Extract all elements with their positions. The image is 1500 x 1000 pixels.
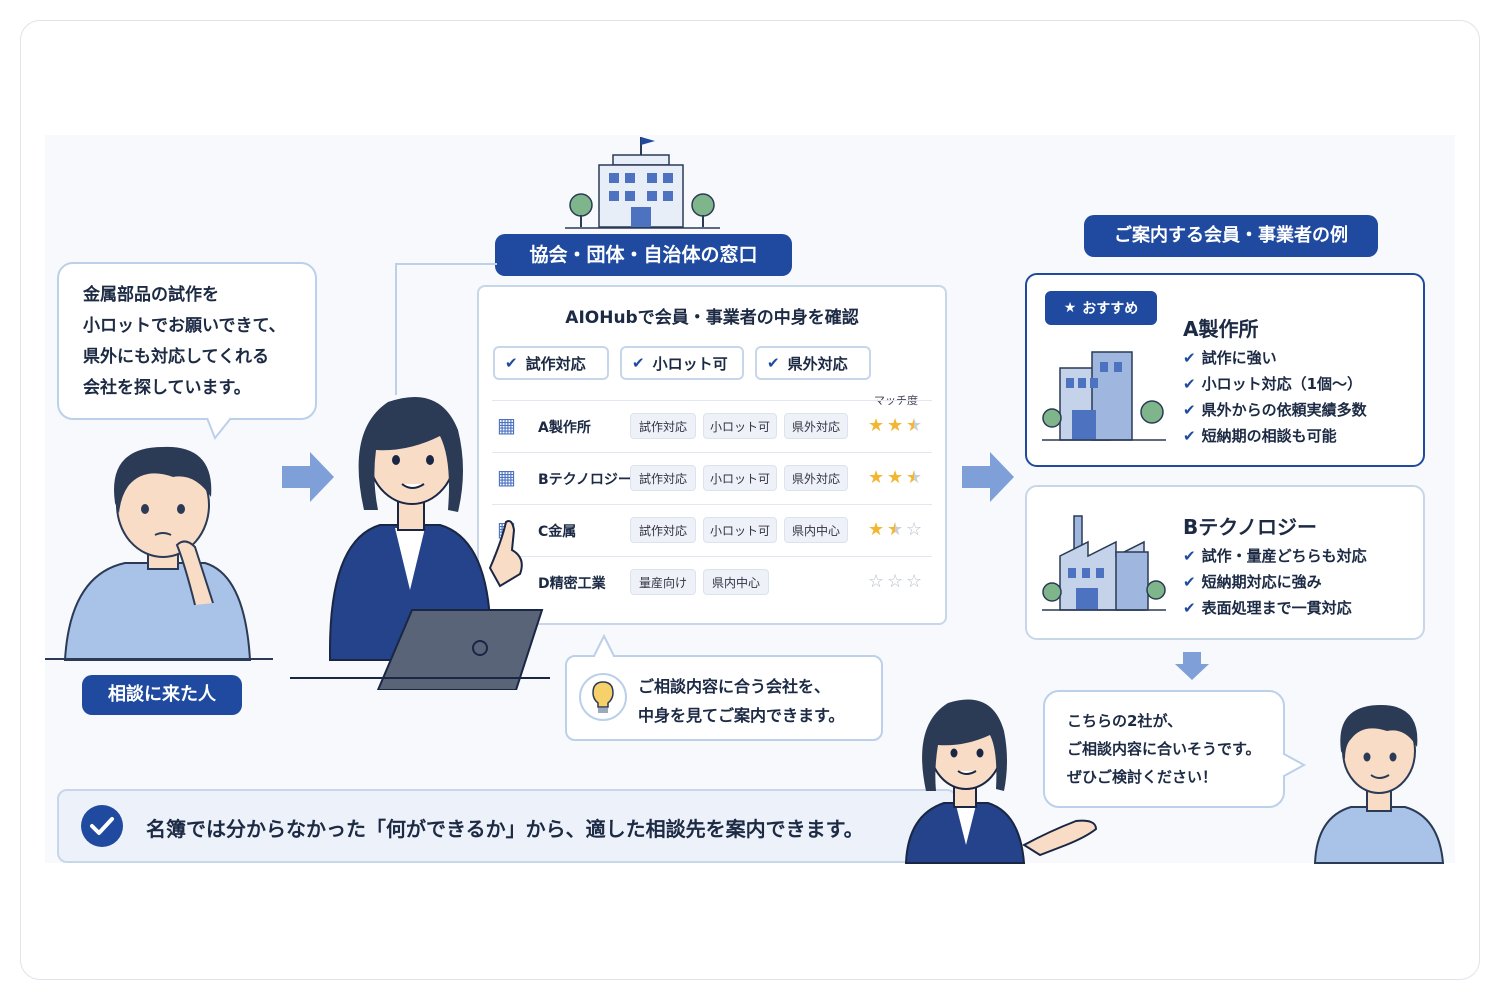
row-tag: 県外対応 [784,413,848,439]
match-star-icon: ☆ [906,519,923,540]
office-label: 協会・団体・自治体の窓口 [495,234,792,276]
check-circle-icon [81,805,123,847]
match-star-icon: ★ [868,415,885,436]
row-name: D精密工業 [538,576,606,592]
row-tag: 県内中心 [703,569,769,595]
check-icon: ✔ [1183,349,1196,367]
visitor-bottom-illustration [1313,705,1445,864]
row-tag: 県外対応 [784,465,848,491]
recommended-badge: ★おすすめ [1045,291,1157,325]
visitor-speech-bubble: 金属部品の試作を 小ロットでお願いできて、 県外にも対応してくれる 会社を探して… [57,262,317,420]
office-building-icon [1042,351,1166,441]
check-icon: ✔ [1183,401,1196,419]
match-star-icon: ☆ [906,571,923,592]
match-star-icon: ★ [906,467,923,488]
reply-line: ご相談内容に合いそうです。 [1067,740,1261,758]
check-icon: ✔ [1183,375,1196,393]
row-tag: 試作対応 [630,517,696,543]
match-star-icon: ☆ [887,571,904,592]
summary-bar [57,789,957,863]
card-b-name: Bテクノロジー [1183,515,1318,539]
row-name: A製作所 [538,420,591,436]
match-star-icon: ★ [868,519,885,540]
tip-line: ご相談内容に合う会社を、 [638,677,831,696]
consultant-bottom-illustration [904,699,1098,864]
reply-speech-bubble: こちらの2社が、 ご相談内容に合いそうです。 ぜひご検討ください！ [1043,690,1285,808]
check-icon: ✔ [1183,573,1196,591]
visitor-bubble-line: 県外にも対応してくれる [83,347,269,367]
visitor-bubble-line: 小ロットでお願いできて、 [83,316,286,336]
office-frame-line [395,263,497,395]
row-name: C金属 [538,524,577,540]
row-tag: 試作対応 [630,465,696,491]
check-icon: ✔ [1183,599,1196,617]
card-b-feature: ✔短納期対応に強み [1183,573,1322,591]
row-tag: 試作対応 [630,413,696,439]
row-tag: 小ロット可 [703,465,777,491]
visitor-illustration [45,446,273,661]
aiohub-panel: AIOHubで会員・事業者の中身を確認 [477,285,947,625]
star-icon: ★ [1063,300,1077,316]
filter-chip-small-lot[interactable]: ✔小ロット可 [620,346,744,380]
row-tag: 県内中心 [784,517,848,543]
match-star-icon: ★ [887,519,904,540]
card-a-feature: ✔小ロット対応（1個〜） [1183,375,1363,393]
match-star-icon: ★ [887,415,904,436]
card-b-feature: ✔表面処理まで一貫対応 [1183,599,1352,617]
visitor-label: 相談に来た人 [82,675,242,715]
check-badge-icon: ✔ [632,354,645,372]
card-a-feature: ✔県外からの依頼実績多数 [1183,401,1367,419]
card-b-feature: ✔試作・量産どちらも対応 [1183,547,1367,565]
tip-line: 中身を見てご案内できます。 [638,706,845,725]
flow-arrow-down-icon [1175,652,1209,680]
examples-label: ご案内する会員・事業者の例 [1084,215,1378,257]
flow-arrow-right-icon [282,452,334,502]
filter-chip-out-of-prefecture[interactable]: ✔県外対応 [755,346,871,380]
row-divider [492,452,932,453]
reply-line: こちらの2社が、 [1067,712,1183,730]
card-a-feature: ✔試作に強い [1183,349,1277,367]
card-a-feature: ✔短納期の相談も可能 [1183,427,1337,445]
row-tag: 小ロット可 [703,413,777,439]
row-divider [492,556,932,557]
summary-text: 名簿では分からなかった「何ができるか」から、適した相談先を案内できます。 [146,817,864,841]
card-a-name: A製作所 [1183,317,1259,341]
visitor-bubble-tail [206,416,232,440]
row-divider [492,504,932,505]
reply-line: ぜひご検討ください！ [1067,768,1218,786]
reply-bubble-tail [1282,753,1306,777]
office-building-icon [565,137,720,229]
check-badge-icon: ✔ [505,354,518,372]
match-star-icon: ★ [868,467,885,488]
building-icon: ▦ [497,413,516,437]
building-icon: ▦ [497,465,516,489]
tip-bubble-tail [593,634,615,658]
check-icon: ✔ [1183,547,1196,565]
match-star-icon: ☆ [868,571,885,592]
visitor-bubble-line: 金属部品の試作を [83,285,219,305]
consultant-illustration [290,396,550,690]
row-name: Bテクノロジー [538,472,632,488]
match-star-icon: ★ [906,415,923,436]
row-tag: 小ロット可 [703,517,777,543]
visitor-bubble-line: 会社を探しています。 [83,378,251,398]
lightbulb-icon [579,673,627,721]
panel-title: AIOHubで会員・事業者の中身を確認 [565,308,859,328]
flow-arrow-right-icon [962,452,1014,502]
check-badge-icon: ✔ [767,354,780,372]
filter-chip-prototype[interactable]: ✔試作対応 [493,346,609,380]
row-divider [492,400,932,401]
match-star-icon: ★ [887,467,904,488]
factory-icon [1042,515,1166,611]
check-icon: ✔ [1183,427,1196,445]
row-tag: 量産向け [630,569,696,595]
